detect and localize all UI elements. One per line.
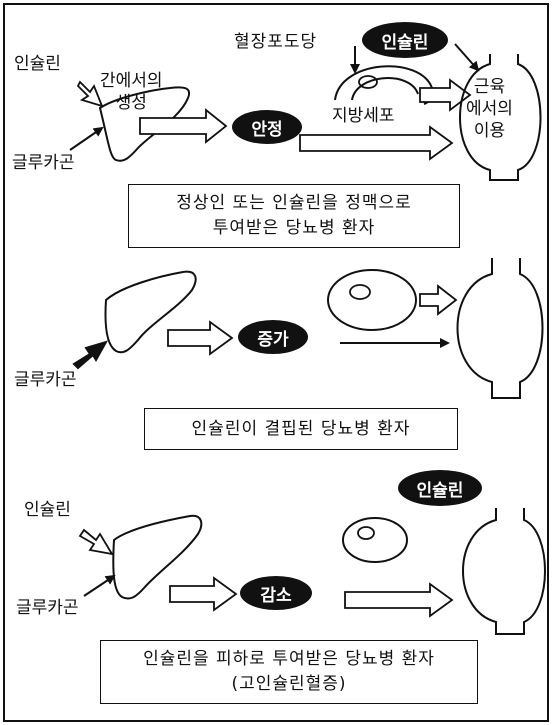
badge-insulin-3: 인슐린 bbox=[398, 470, 482, 506]
insulin-muscle-arrow-1 bbox=[454, 43, 480, 72]
label-liver-production-line1: 간에서의 bbox=[100, 71, 163, 91]
glucagon-arrow-3 bbox=[83, 574, 116, 597]
hollow-arrow-liver-stable-1 bbox=[139, 108, 228, 144]
label-muscle-use: 근육 에서의 이용 bbox=[466, 76, 513, 142]
hollow-arrow-fat-muscle-2 bbox=[419, 284, 458, 316]
label-fat-cell: 지방세포 bbox=[332, 106, 395, 126]
figure-border bbox=[3, 3, 549, 722]
caption-3-line2: (고인슐린혈증) bbox=[231, 674, 347, 694]
badge-stable: 안정 bbox=[232, 110, 302, 144]
label-muscle-use-line1: 근육 bbox=[473, 77, 506, 97]
label-muscle-use-line2: 에서의 bbox=[466, 99, 513, 120]
label-insulin-1: 인슐린 bbox=[14, 54, 61, 74]
hollow-arrow-liver-decrease-3 bbox=[169, 576, 238, 612]
liver-shape-3 bbox=[112, 514, 203, 600]
label-liver-production-line2: 생성 bbox=[115, 93, 147, 114]
label-glucagon-3: 글루카곤 bbox=[16, 598, 79, 618]
caption-2-line1: 인슐린이 결핍된 당뇨병 환자 bbox=[191, 418, 411, 439]
hollow-arrow-liver-increase-2 bbox=[167, 320, 234, 356]
insulin-arrow-3 bbox=[78, 528, 114, 556]
caption-1-line2: 투여받은 당뇨병 환자 bbox=[212, 218, 376, 238]
hollow-arrow-decrease-muscle-3 bbox=[344, 582, 454, 618]
hollow-arrow-stable-muscle-1 bbox=[299, 125, 454, 161]
caption-3-line1: 인슐린을 피하로 투여받은 당뇨병 환자 bbox=[143, 649, 435, 670]
caption-box-2: 인슐린이 결핍된 당뇨병 환자 bbox=[144, 408, 458, 450]
fat-cell-3 bbox=[342, 517, 408, 563]
caption-1-line1: 정상인 또는 인슐린을 정맥으로 bbox=[176, 193, 412, 214]
badge-insulin-1: 인슐린 bbox=[362, 22, 448, 58]
liver-shape-2 bbox=[104, 270, 197, 354]
label-liver-production: 간에서의 생성 bbox=[100, 70, 163, 114]
muscle-cell-2 bbox=[456, 258, 544, 399]
caption-box-3: 인슐린을 피하로 투여받은 당뇨병 환자 (고인슐린혈증) bbox=[100, 640, 478, 704]
label-blood-glucose: 혈장포도당 bbox=[234, 32, 318, 52]
fat-cell-1 bbox=[334, 65, 434, 105]
glucagon-bold-arrow-2 bbox=[72, 340, 109, 370]
muscle-cell-1 bbox=[459, 54, 542, 181]
insulin-arrow-1 bbox=[76, 80, 104, 108]
caption-box-1: 정상인 또는 인슐린을 정맥으로 투여받은 당뇨병 환자 bbox=[128, 184, 460, 248]
label-insulin-3: 인슐린 bbox=[24, 500, 71, 520]
glucagon-arrow-1 bbox=[69, 126, 104, 151]
label-glucagon-1: 글루카곤 bbox=[12, 153, 75, 173]
label-glucagon-2: 글루카곤 bbox=[14, 370, 77, 390]
muscle-cell-3 bbox=[462, 508, 546, 635]
label-muscle-use-line3: 이용 bbox=[473, 121, 506, 142]
badge-decrease: 감소 bbox=[240, 576, 312, 610]
fat-cell-2 bbox=[327, 269, 417, 331]
badge-increase: 증가 bbox=[238, 320, 308, 354]
hollow-arrow-fat-muscle-1 bbox=[419, 78, 472, 112]
